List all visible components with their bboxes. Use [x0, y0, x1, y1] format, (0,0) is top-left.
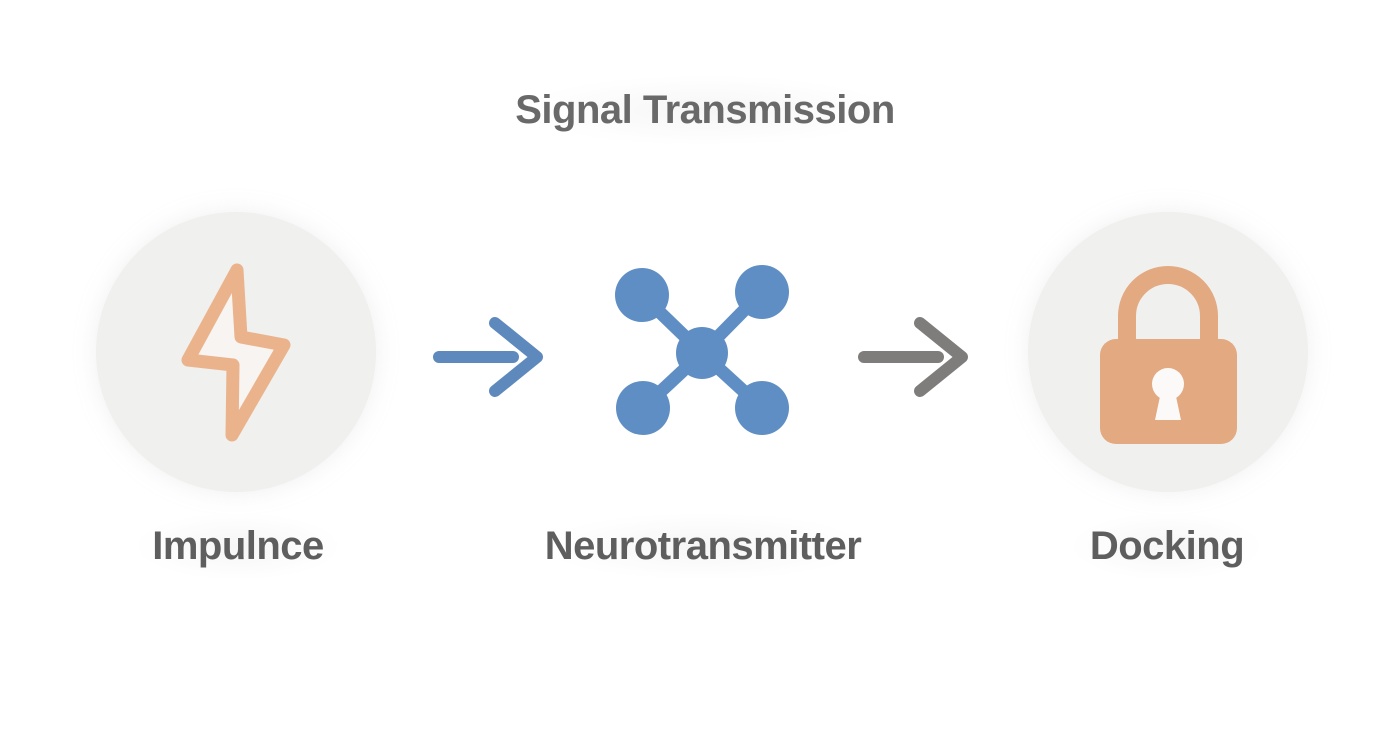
impulse-step-circle	[96, 212, 376, 492]
lock-icon	[1099, 266, 1237, 444]
docking-step-circle	[1028, 212, 1308, 492]
lightning-bolt-icon	[181, 263, 291, 441]
step-label-neurotransmitter: Neurotransmitter	[506, 506, 900, 587]
step-label-docking: Docking	[1051, 506, 1283, 587]
molecule-icon	[615, 265, 789, 435]
diagram-title: Signal Transmission	[469, 66, 941, 155]
step-label-impulse: Impulnce	[114, 506, 362, 587]
arrow-right-icon	[433, 317, 543, 397]
arrow-right-icon	[858, 317, 968, 397]
